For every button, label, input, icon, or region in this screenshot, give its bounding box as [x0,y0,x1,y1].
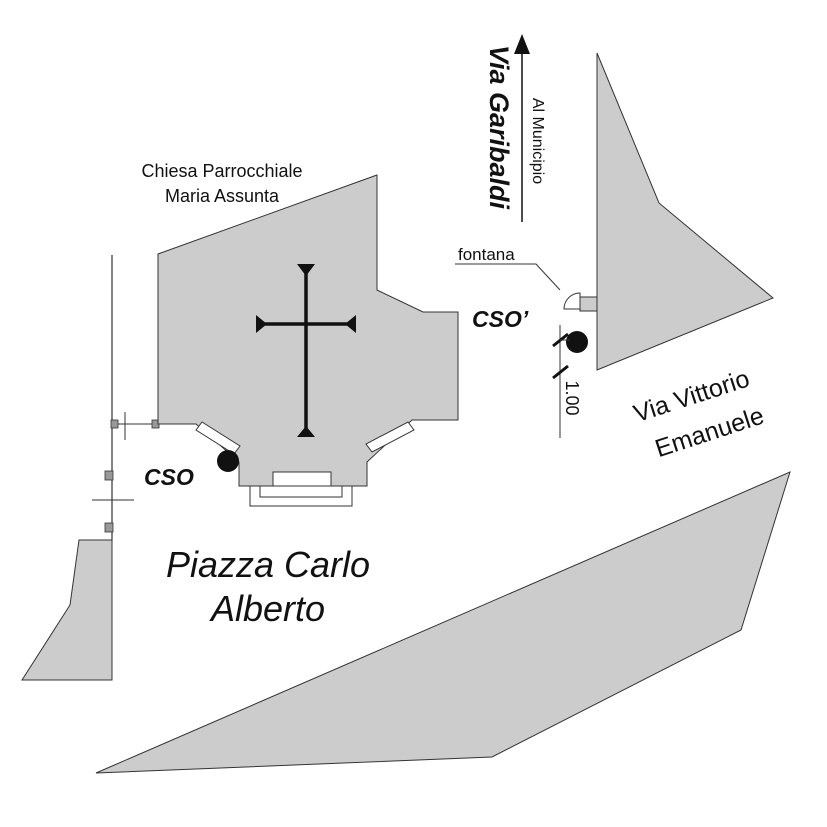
dimension-tick-bottom [552,364,569,380]
church-name-line-2: Maria Assunta [165,186,280,206]
fontana-label: fontana [458,245,515,264]
church-steps-inner [259,485,343,498]
cso-prime-marker [566,331,588,353]
cso-prime-label: CSO’ [472,306,529,332]
north-arrow-icon [514,34,530,222]
cso-label: CSO [144,464,194,490]
fontana-leader [455,263,561,291]
church-side-slot-right [365,421,415,453]
building-south-block [95,471,791,774]
via-garibaldi-label: Via Garibaldi [484,45,514,210]
fountain-icon [563,292,598,312]
cross-icon [256,264,356,437]
building-west [21,539,113,681]
boundary-post [110,419,119,429]
boundary-post [104,470,114,481]
al-municipio-label: Al Municipio [529,98,546,184]
piazza-line-1: Piazza Carlo [166,544,370,585]
church-entrance [272,471,332,487]
church-name-line-1: Chiesa Parrocchiale [141,161,302,181]
boundary-post [104,522,114,533]
distance-label: 1.00 [562,380,582,415]
church-side-slot-left [195,421,241,455]
building-east [596,52,774,371]
piazza-line-2: Alberto [209,588,325,629]
church-building [157,174,459,487]
cso-marker [217,450,239,472]
